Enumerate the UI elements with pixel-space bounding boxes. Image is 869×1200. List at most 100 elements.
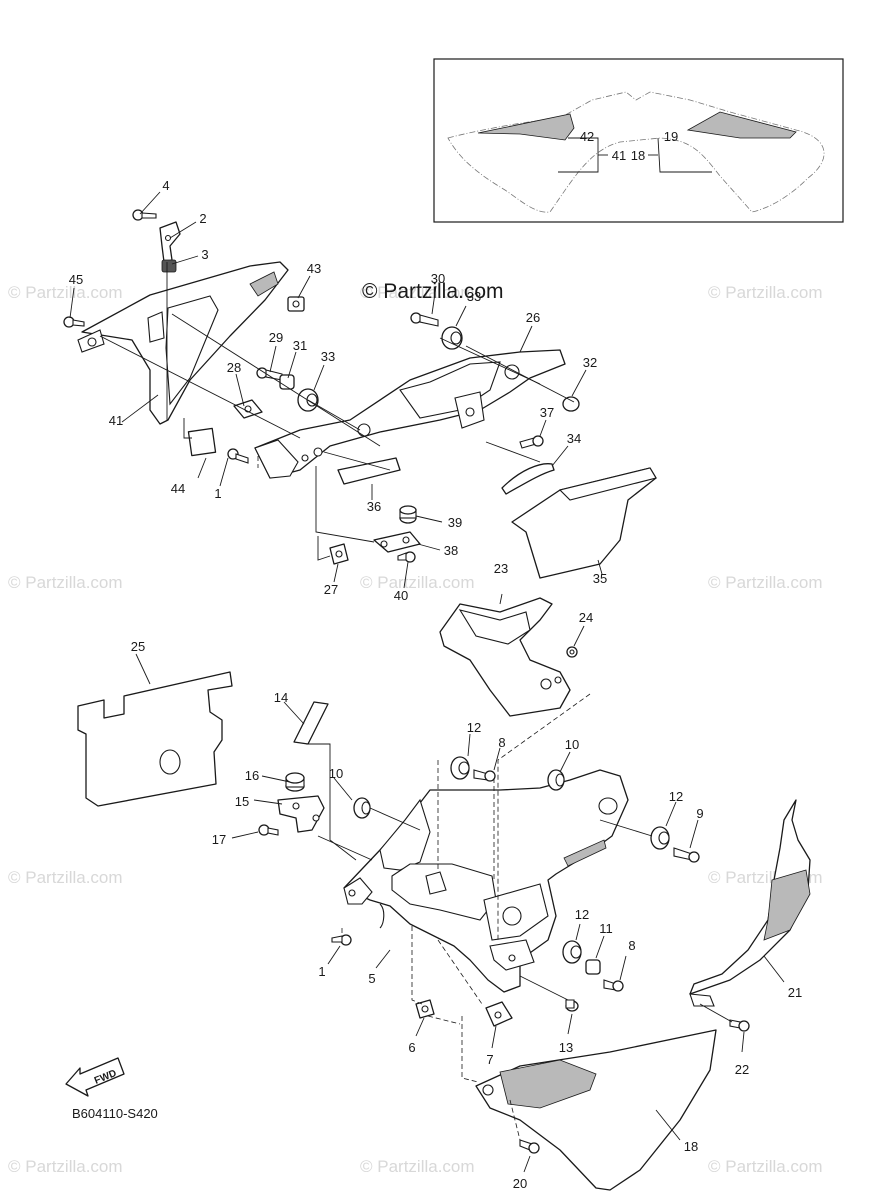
watermark: © Partzilla.com <box>360 573 475 592</box>
watermark: © Partzilla.com <box>360 283 475 302</box>
nut-7 <box>485 1001 513 1027</box>
pad-25 <box>77 671 233 807</box>
collar-11 <box>585 959 601 975</box>
callout-35: 35 <box>593 571 607 586</box>
callout-33: 33 <box>321 349 335 364</box>
grommet-12b <box>650 826 670 850</box>
callout-43: 43 <box>307 261 321 276</box>
callout-42: 42 <box>580 129 594 144</box>
copyright-stamp: © Partzilla.com <box>362 280 504 303</box>
callout-9: 9 <box>696 806 703 821</box>
callout-12: 12 <box>669 789 683 804</box>
callout-27: 27 <box>324 582 338 597</box>
callout-6: 6 <box>408 1040 415 1055</box>
grommet-33b <box>441 326 463 350</box>
screw-8a <box>473 769 496 782</box>
collar-32 <box>562 396 580 412</box>
callout-25: 25 <box>131 639 145 654</box>
callout-21: 21 <box>788 985 802 1000</box>
callout-39: 39 <box>448 515 462 530</box>
callout-16: 16 <box>245 768 259 783</box>
bracket-23 <box>439 597 571 717</box>
callout-13: 13 <box>559 1040 573 1055</box>
screw-13 <box>565 999 579 1012</box>
screw-37 <box>519 435 544 449</box>
watermark: © Partzilla.com <box>8 868 123 887</box>
callout-7: 7 <box>486 1052 493 1067</box>
side-cover-21 <box>689 799 811 1007</box>
callout-45: 45 <box>69 272 83 287</box>
callout-24: 24 <box>579 610 593 625</box>
callout-30: 30 <box>431 271 445 286</box>
nut-28 <box>233 399 263 419</box>
pad-44 <box>187 427 217 457</box>
callout-10: 10 <box>565 737 579 752</box>
callout-38: 38 <box>444 543 458 558</box>
screw-30 <box>410 312 439 327</box>
watermark: © Partzilla.com <box>8 573 123 592</box>
callout-8: 8 <box>498 735 505 750</box>
callout-37: 37 <box>540 405 554 420</box>
screw-8b <box>603 979 624 992</box>
screw-17 <box>258 824 279 836</box>
callout-33: 33 <box>467 289 481 304</box>
callouts: 4 2 3 45 43 41 44 1 29 31 33 28 30 33 26… <box>69 178 802 1191</box>
callout-1: 1 <box>318 964 325 979</box>
grommet-10a <box>353 797 371 819</box>
callout-20: 20 <box>513 1176 527 1191</box>
diagram-code: B604110-S420 <box>72 1106 158 1121</box>
callout-17: 17 <box>212 832 226 847</box>
grommet-10b <box>547 769 565 791</box>
callout-36: 36 <box>367 499 381 514</box>
screw-4 <box>132 209 157 221</box>
screw-45 <box>63 316 85 328</box>
callout-14: 14 <box>274 690 288 705</box>
watermark: © Partzilla.com <box>708 283 823 302</box>
watermark: © Partzilla.com <box>8 283 123 302</box>
callout-18: 18 <box>684 1139 698 1154</box>
grommet-16 <box>285 772 305 792</box>
callout-34: 34 <box>567 431 581 446</box>
callout-4: 4 <box>162 178 169 193</box>
side-cover-18 <box>475 1029 717 1191</box>
damper-3 <box>161 259 177 273</box>
callout-31: 31 <box>293 338 307 353</box>
callout-5: 5 <box>368 971 375 986</box>
screw-1a <box>227 448 249 464</box>
grommet-12a <box>450 756 470 780</box>
callout-23: 23 <box>494 561 508 576</box>
callout-15: 15 <box>235 794 249 809</box>
callout-10: 10 <box>329 766 343 781</box>
callout-40: 40 <box>394 588 408 603</box>
callout-12: 12 <box>575 907 589 922</box>
nut-27 <box>329 543 349 565</box>
screw-1b <box>331 934 352 946</box>
watermark: © Partzilla.com <box>708 573 823 592</box>
callout-1: 1 <box>214 486 221 501</box>
bracket-2 <box>159 221 181 263</box>
screw-9 <box>673 847 700 863</box>
callout-3: 3 <box>201 247 208 262</box>
callout-8: 8 <box>628 938 635 953</box>
callout-41: 41 <box>109 413 123 428</box>
screw-29 <box>256 367 283 381</box>
callout-11: 11 <box>599 921 613 936</box>
bracket-38 <box>373 531 421 553</box>
screw-40 <box>397 551 416 563</box>
callout-2: 2 <box>199 211 206 226</box>
bracket-15 <box>277 795 325 833</box>
rubber-36 <box>337 457 401 485</box>
watermark: © Partzilla.com <box>708 1157 823 1176</box>
nut-43 <box>287 296 305 312</box>
watermark: © Partzilla.com <box>360 1157 475 1176</box>
nut-24 <box>566 646 578 658</box>
collar-31 <box>279 374 295 390</box>
screw-22 <box>729 1019 750 1032</box>
nut-6 <box>415 999 435 1019</box>
grommet-39 <box>399 505 417 524</box>
callout-44: 44 <box>171 481 185 496</box>
watermark: © Partzilla.com <box>8 1157 123 1176</box>
callout-41: 41 <box>612 148 626 163</box>
rubber-34 <box>501 463 555 495</box>
